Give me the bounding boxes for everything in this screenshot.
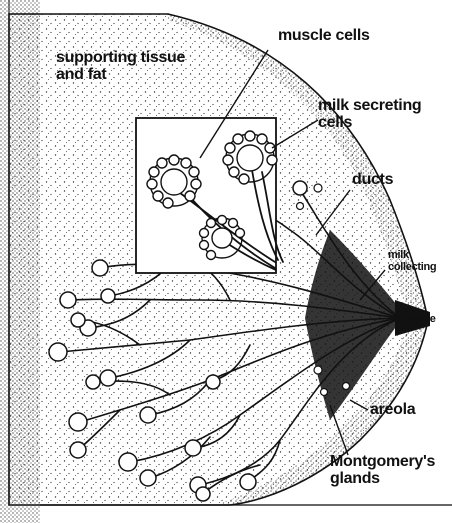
lobule [240, 474, 256, 490]
label-milk-secreting-cells: milk secreting cells [318, 98, 421, 132]
lobule [101, 289, 115, 303]
lobule [92, 260, 108, 276]
montgomery-gland [343, 383, 350, 390]
label-milk-collecting: milk collecting [388, 250, 436, 273]
lobule [86, 375, 100, 389]
label-nipple: nipple [405, 314, 436, 326]
lobule [69, 413, 87, 431]
label-montgomerys-glands: Montgomery's glands [330, 454, 435, 488]
label-ducts: ducts [352, 172, 393, 189]
lobule [60, 292, 76, 308]
lobule [49, 343, 67, 361]
montgomery-gland [297, 203, 304, 210]
label-areola: areola [370, 402, 415, 419]
lobule [100, 370, 116, 386]
montgomery-gland [314, 366, 322, 374]
montgomery-gland [321, 389, 328, 396]
lobule [140, 407, 156, 423]
label-muscle-cells: muscle cells [278, 28, 370, 45]
lobule [196, 487, 210, 501]
lobule [70, 442, 86, 458]
lobule [140, 470, 156, 486]
montgomery-gland [314, 184, 322, 192]
lobule [119, 453, 137, 471]
label-supporting-tissue: supporting tissue and fat [56, 50, 185, 84]
lobule [185, 440, 201, 456]
lobule [293, 181, 307, 195]
lobule [71, 313, 85, 327]
lobule [206, 375, 220, 389]
